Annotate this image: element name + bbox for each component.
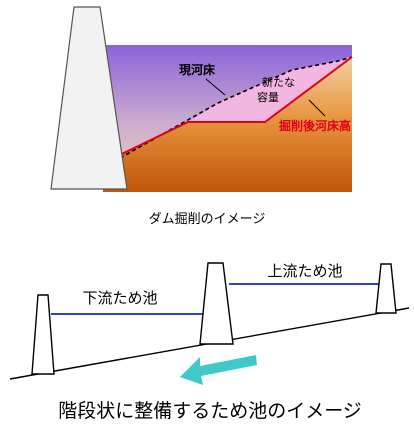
upper-dam bbox=[375, 263, 397, 314]
current-riverbed-label: 現河床 bbox=[179, 62, 216, 77]
dam-body bbox=[50, 6, 128, 190]
dam-excavation-caption: ダム掘削のイメージ bbox=[149, 212, 266, 227]
sediment-area bbox=[103, 57, 352, 192]
current-riverbed-line bbox=[119, 56, 353, 159]
middle-dam bbox=[199, 262, 234, 345]
stepped-ponds-caption: 階段状に整備するため池のイメージ bbox=[58, 400, 362, 422]
new-capacity-area bbox=[190, 57, 350, 121]
excavated-riverbed-pointer bbox=[308, 99, 326, 117]
new-capacity-label-line1: 新たな bbox=[262, 75, 295, 89]
lower-dam bbox=[31, 294, 55, 375]
current-riverbed-pointer bbox=[205, 78, 226, 96]
dam-excavation-diagram: 現河床 新たな 容量 掘削後河床高 ダム掘削のイメージ bbox=[50, 6, 353, 227]
flow-direction-arrow bbox=[180, 355, 257, 385]
stepped-ponds-diagram: 下流ため池 上流ため池 階段状に整備するため池のイメージ bbox=[9, 262, 410, 422]
excavated-riverbed-label: 掘削後河床高 bbox=[279, 118, 351, 133]
lower-pond-label: 下流ため池 bbox=[82, 289, 157, 307]
upper-pond-label: 上流ため池 bbox=[267, 262, 342, 280]
new-capacity-label-line2: 容量 bbox=[257, 90, 279, 104]
excavated-riverbed-line bbox=[102, 56, 353, 164]
